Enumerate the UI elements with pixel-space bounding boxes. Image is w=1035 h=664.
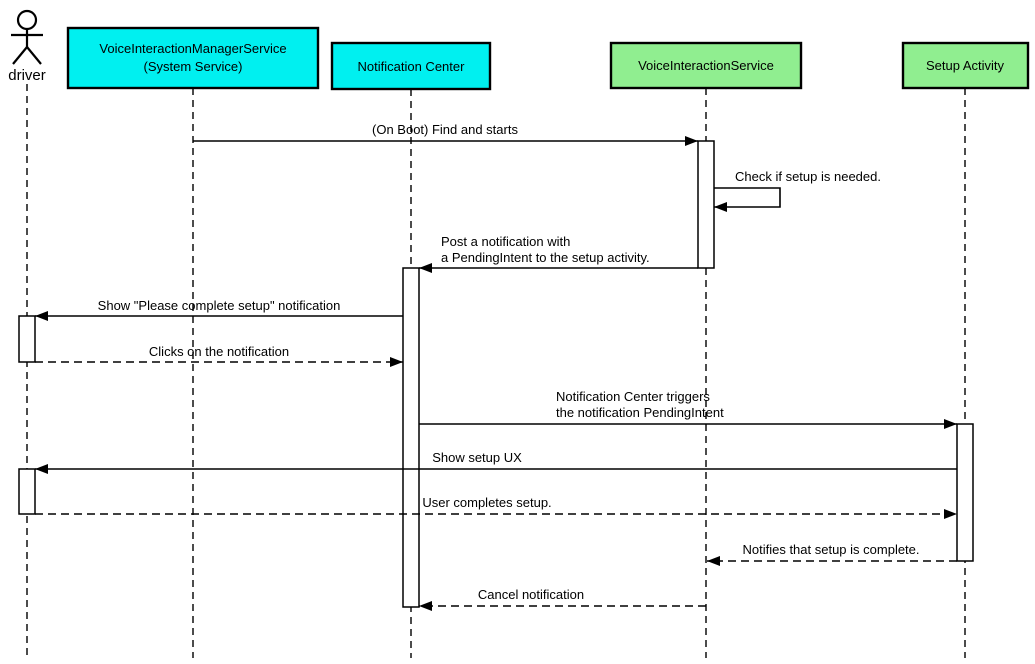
participant-box-rect bbox=[609, 41, 803, 90]
participant-label: Setup Activity bbox=[926, 58, 1005, 73]
message-label: Notifies that setup is complete. bbox=[742, 542, 919, 557]
message-label: User completes setup. bbox=[422, 495, 551, 510]
participant-label: VoiceInteractionManagerService bbox=[99, 41, 286, 56]
message-label: Cancel notification bbox=[478, 587, 584, 602]
participant-voice-interaction-service: VoiceInteractionService bbox=[609, 41, 803, 90]
message-show-please-complete-setup-notification: Show "Please complete setup" notificatio… bbox=[35, 298, 403, 321]
message-show-setup-ux: Show setup UX bbox=[35, 450, 957, 474]
message-label: (On Boot) Find and starts bbox=[372, 122, 518, 137]
participant-sublabel: (System Service) bbox=[144, 59, 243, 74]
message-clicks-on-the-notification: Clicks on the notification bbox=[35, 344, 403, 367]
participant-box-rect bbox=[330, 41, 492, 91]
participant-voice-interaction-manager-service: VoiceInteractionManagerService (System S… bbox=[66, 26, 320, 90]
message-cancel-notification: Cancel notification bbox=[419, 587, 706, 611]
actor-driver: driver bbox=[8, 9, 46, 84]
message-notifies-setup-complete: Notifies that setup is complete. bbox=[707, 542, 957, 566]
activation-notification-center bbox=[402, 267, 420, 608]
participant-setup-activity: Setup Activity bbox=[901, 41, 1030, 90]
participant-label: VoiceInteractionService bbox=[638, 58, 774, 73]
message-on-boot-find-and-starts: (On Boot) Find and starts bbox=[193, 122, 698, 146]
message-label-line2: a PendingIntent to the setup activity. bbox=[441, 250, 650, 265]
message-user-completes-setup: User completes setup. bbox=[35, 495, 957, 519]
message-check-if-setup-is-needed: Check if setup is needed. bbox=[714, 169, 881, 212]
participant-label: Notification Center bbox=[358, 59, 466, 74]
activation-driver-2 bbox=[18, 468, 36, 515]
message-label: Check if setup is needed. bbox=[735, 169, 881, 184]
message-label: Clicks on the notification bbox=[149, 344, 289, 359]
message-post-a-notification: Post a notification with a PendingIntent… bbox=[419, 234, 698, 273]
message-notification-center-triggers-pendingintent: Notification Center triggers the notific… bbox=[419, 389, 957, 429]
message-label: Show setup UX bbox=[432, 450, 522, 465]
person-icon bbox=[11, 9, 43, 65]
activation-setup-activity bbox=[956, 423, 974, 562]
message-label: Show "Please complete setup" notificatio… bbox=[98, 298, 341, 313]
actor-label: driver bbox=[8, 67, 46, 84]
activation-voice-interaction-service bbox=[697, 140, 715, 269]
message-label-line2: the notification PendingIntent bbox=[556, 405, 724, 420]
message-label: Post a notification with bbox=[441, 234, 570, 249]
self-message-arrow bbox=[714, 187, 781, 212]
participant-box-rect bbox=[66, 26, 320, 90]
participant-box-rect bbox=[901, 41, 1030, 90]
activation-driver-1 bbox=[18, 315, 36, 363]
message-label: Notification Center triggers bbox=[556, 389, 710, 404]
participant-notification-center: Notification Center bbox=[330, 41, 492, 91]
